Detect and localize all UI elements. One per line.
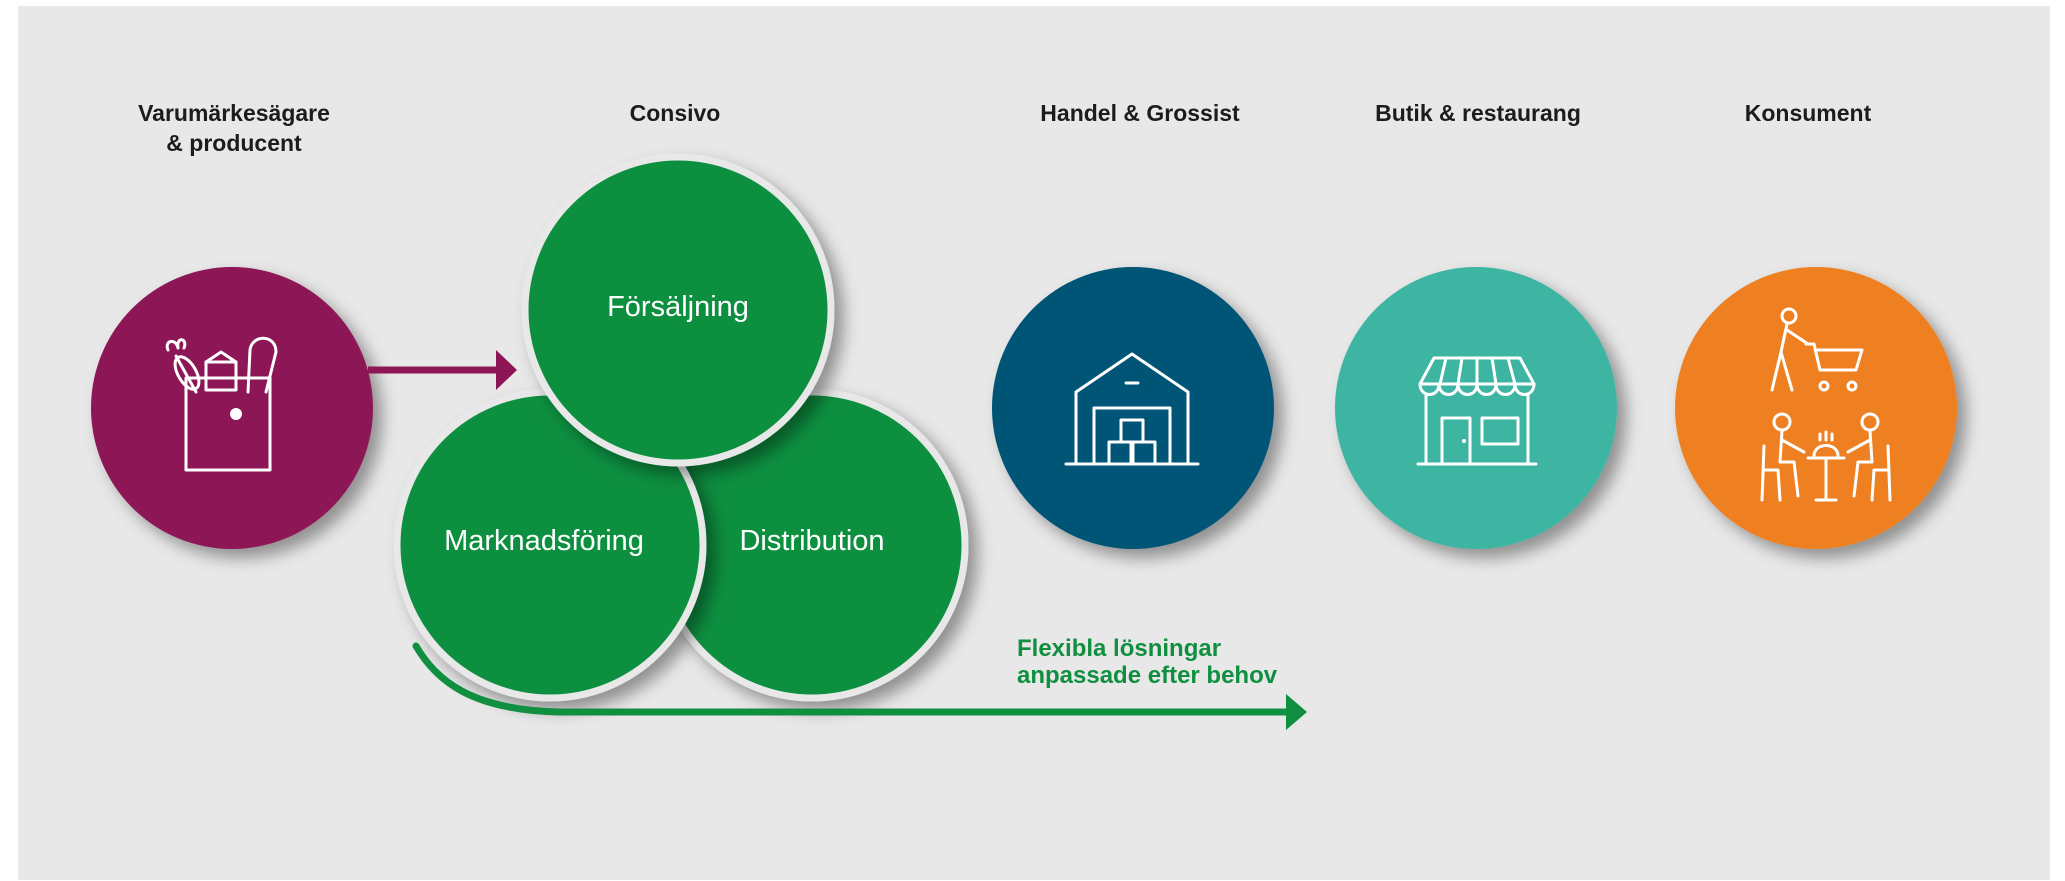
shopper-and-diners-icon [1760, 307, 1892, 502]
retail-circle [1335, 267, 1617, 549]
heading-producer-line1: Varumärkesägare [138, 100, 330, 126]
warehouse-icon [1064, 352, 1200, 466]
distribution-label: Distribution [739, 525, 884, 557]
producer-arrowhead [496, 350, 517, 390]
consivo-services: Försäljning Marknadsföring Distribution [393, 153, 969, 702]
heading-consumer: Konsument [1745, 100, 1872, 126]
marketing-label: Marknadsföring [444, 525, 644, 557]
flex-arrowhead [1286, 694, 1307, 730]
sales-label: Försäljning [607, 291, 749, 323]
storefront-icon [1416, 356, 1538, 466]
heading-retail: Butik & restaurang [1375, 100, 1581, 126]
heading-consivo: Consivo [630, 100, 721, 126]
flex-note-line1: Flexibla lösningar [1017, 635, 1221, 662]
heading-producer-line2: & producent [166, 130, 302, 156]
flex-arrow-path [412, 642, 1294, 716]
producer-circle [91, 267, 373, 549]
consumer-circle [1675, 267, 1957, 549]
sales-circle [521, 153, 835, 467]
grocery-bag-icon [165, 336, 278, 472]
heading-wholesale: Handel & Grossist [1040, 100, 1240, 126]
flex-note-line2: anpassade efter behov [1017, 662, 1278, 689]
